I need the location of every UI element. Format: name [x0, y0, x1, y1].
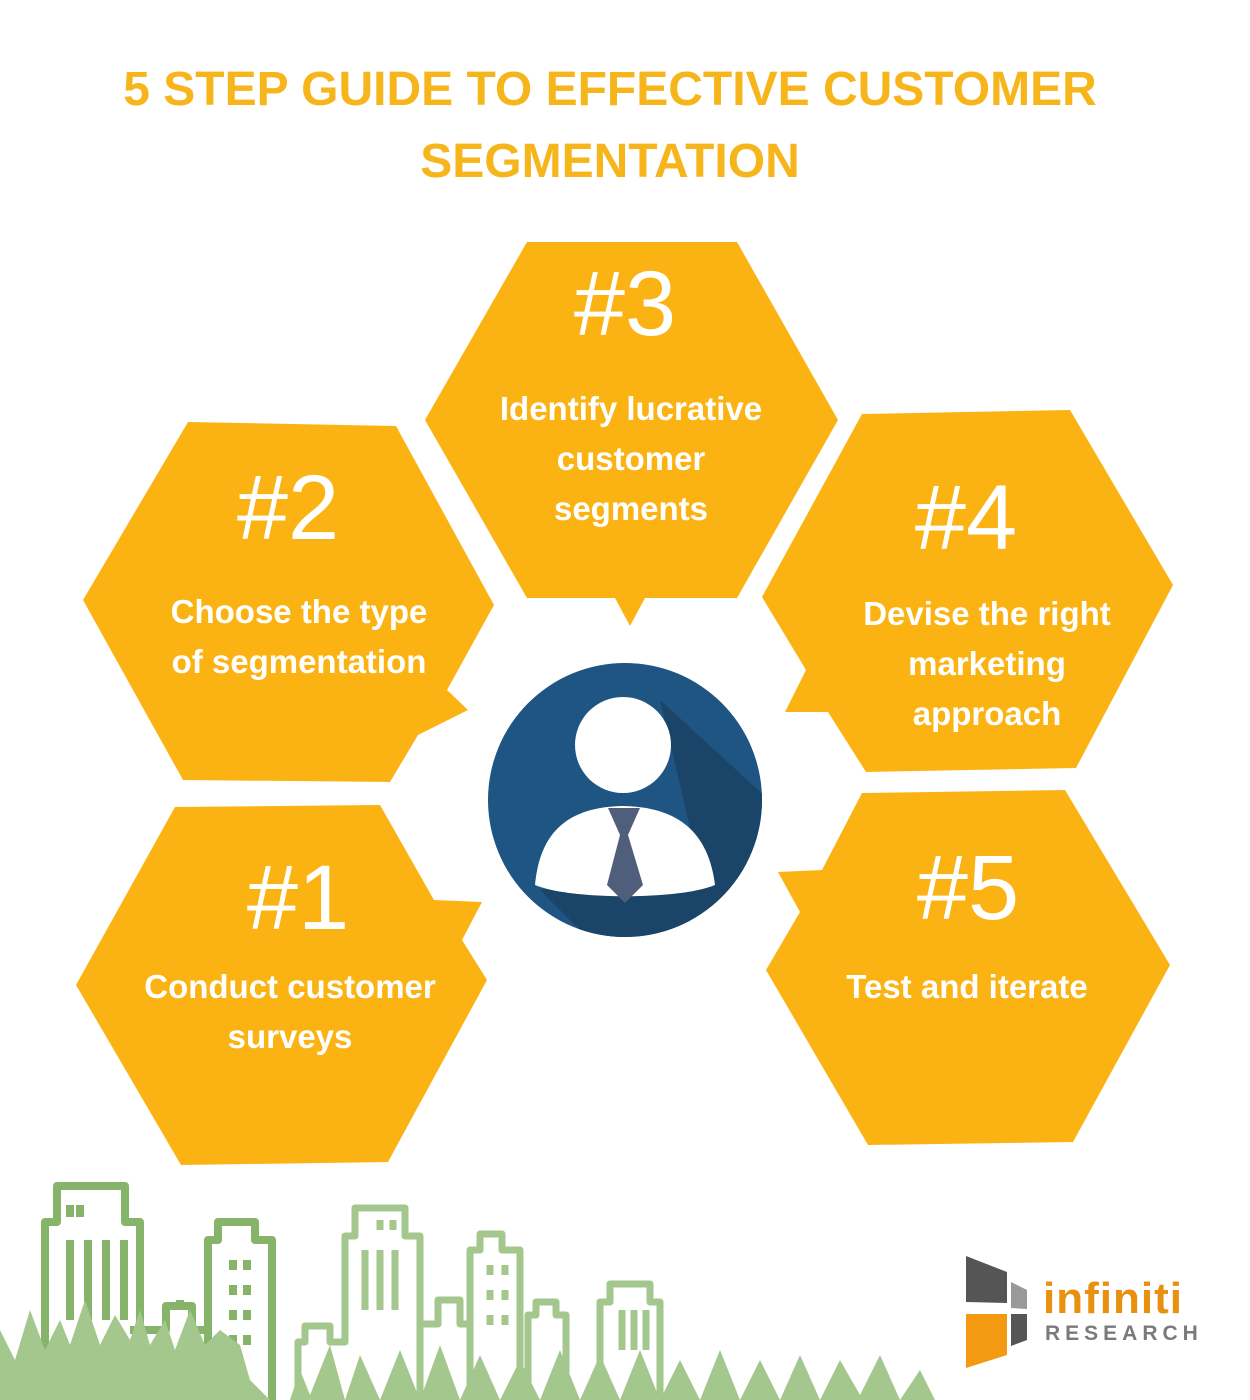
step-3-text: Identify lucrative customer segments: [461, 384, 801, 534]
hexagon-step-4: [762, 410, 1173, 772]
step-1-number: #1: [246, 847, 350, 949]
hexagon-step-5: [766, 790, 1170, 1145]
step-5-number: #5: [916, 837, 1020, 939]
step-1-text: Conduct customer surveys: [120, 962, 460, 1062]
city-skyline-illustration: [41, 1182, 276, 1400]
step-2-number: #2: [236, 457, 340, 559]
step-3-line: customer: [556, 440, 706, 477]
title-line-1: 5 STEP GUIDE TO EFFECTIVE CUSTOMER: [123, 63, 1097, 116]
logo-wordmark: infiniti: [1043, 1274, 1183, 1323]
step-3-number: #3: [573, 253, 677, 355]
step-5-line: Test and iterate: [846, 968, 1088, 1005]
step-2-line: Choose the type: [170, 593, 428, 630]
step-4-text: Devise the right marketing approach: [817, 589, 1157, 739]
hexagon-step-1: [76, 805, 487, 1165]
step-1-line: surveys: [227, 1018, 353, 1055]
step-5-text: Test and iterate: [797, 962, 1137, 1012]
logo-subtitle: RESEARCH: [1045, 1322, 1203, 1345]
hexagon-step-2: [83, 422, 494, 782]
step-2-text: Choose the type of segmentation: [129, 587, 469, 687]
page-title: 5 STEP GUIDE TO EFFECTIVE CUSTOMER SEGME…: [0, 54, 1220, 198]
step-4-line: Devise the right: [863, 595, 1111, 632]
title-line-2: SEGMENTATION: [420, 135, 800, 188]
step-1-line: Conduct customer: [144, 968, 436, 1005]
grass: [0, 1300, 935, 1400]
step-4-line: approach: [912, 695, 1062, 732]
step-4-line: marketing: [908, 645, 1066, 682]
step-3-line: segments: [553, 490, 709, 527]
step-4-number: #4: [914, 467, 1018, 569]
step-2-line: of segmentation: [171, 643, 427, 680]
step-3-line: Identify lucrative: [499, 390, 763, 427]
infiniti-logo-mark: [966, 1256, 1027, 1368]
hexagon-step-3: [425, 242, 838, 626]
user-avatar-icon: [488, 663, 762, 937]
